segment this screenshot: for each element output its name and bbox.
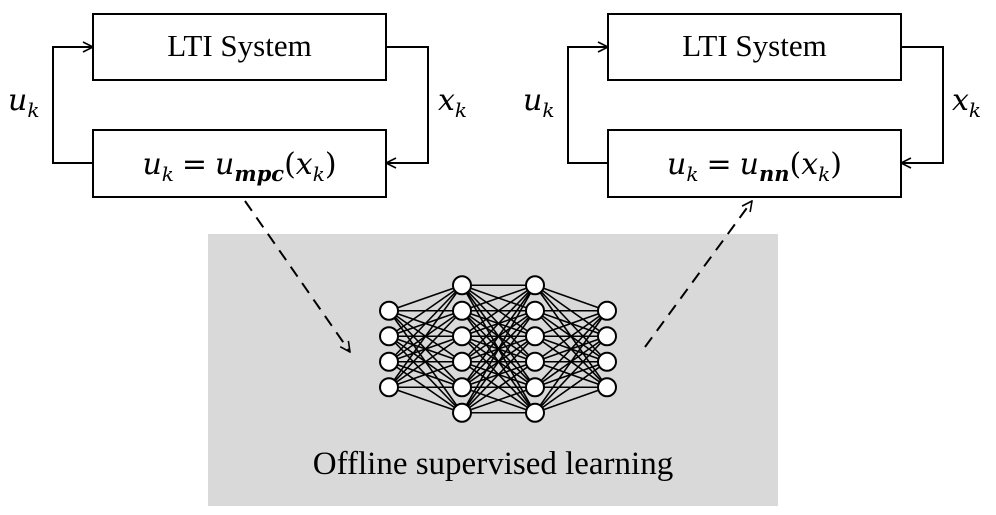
nn-connection — [388, 335, 463, 388]
nn-connection — [461, 361, 536, 414]
nn-neuron-layer-3 — [525, 275, 545, 296]
nn-neuron-layer-1 — [379, 300, 399, 321]
right-input-label: uk — [523, 83, 554, 122]
nn-connection — [461, 284, 536, 388]
left-mpc-control-law: uk=umpc(xk) — [142, 147, 336, 186]
left-state-arrow — [386, 46, 429, 163]
nn-connection — [534, 310, 608, 363]
nn-neuron-layer-3 — [525, 351, 545, 372]
right-input-arrow — [567, 47, 608, 164]
nn-connection — [388, 284, 463, 363]
right-state-label: xk — [952, 83, 981, 122]
nn-connection — [534, 309, 608, 338]
nn-neuron-layer-2 — [452, 402, 472, 423]
left-input-label: uk — [8, 83, 39, 122]
nn-neuron-layer-3 — [525, 326, 545, 347]
nn-connection — [534, 284, 608, 312]
nn-connection — [461, 284, 536, 414]
right-lti-system-label: LTI System — [682, 28, 826, 63]
mpc-to-training-arrow — [244, 200, 350, 352]
nn-connection — [461, 284, 536, 312]
nn-connection — [534, 335, 608, 414]
nn-connection — [461, 335, 536, 414]
nn-connection — [461, 284, 536, 337]
nn-connection — [534, 310, 608, 388]
left-input-arrow — [52, 47, 93, 164]
right-nn-control-law: uk=unn(xk) — [667, 147, 842, 186]
nn-neuron-layer-4 — [597, 377, 617, 398]
nn-neuron-layer-3 — [525, 377, 545, 398]
nn-neuron-layer-2 — [452, 275, 472, 296]
left-state-label: xk — [438, 83, 467, 122]
nn-connection — [534, 310, 608, 414]
neural-network-icon — [379, 275, 617, 423]
learning-caption: Offline supervised learning — [313, 446, 673, 482]
nn-connection — [388, 360, 463, 389]
right-nn-controller-box — [607, 129, 902, 198]
nn-neuron-layer-1 — [379, 326, 399, 347]
nn-connection — [534, 386, 608, 414]
nn-neuron-layer-3 — [525, 300, 545, 321]
left-lti-system-box — [92, 13, 387, 81]
nn-neuron-layer-1 — [379, 351, 399, 372]
right-lti-system-box — [607, 13, 902, 81]
left-mpc-controller-box — [92, 129, 387, 198]
nn-connection — [461, 284, 536, 363]
nn-neuron-layer-4 — [597, 326, 617, 347]
nn-connection — [534, 361, 608, 414]
nn-connection — [388, 310, 463, 388]
nn-neuron-layer-2 — [452, 377, 472, 398]
nn-neuron-layer-2 — [452, 351, 472, 372]
nn-connection — [461, 386, 536, 414]
nn-neuron-layer-2 — [452, 300, 472, 321]
nn-connection — [388, 284, 463, 388]
left-feedback-loop: LTI System uk=umpc(xk) uk xk — [8, 13, 467, 198]
nn-connection — [388, 284, 463, 312]
nn-neuron-layer-3 — [525, 402, 545, 423]
nn-neuron-layer-2 — [452, 326, 472, 347]
nn-neuron-layer-4 — [597, 351, 617, 372]
right-state-arrow — [901, 46, 944, 163]
right-feedback-loop: LTI System uk=unn(xk) uk xk — [523, 13, 981, 198]
nn-neuron-layer-1 — [379, 377, 399, 398]
nn-connection — [388, 386, 463, 414]
nn-connection — [461, 310, 536, 414]
training-to-nn-arrow — [644, 201, 752, 348]
nn-neuron-layer-4 — [597, 300, 617, 321]
nn-connection — [388, 284, 463, 337]
left-lti-system-label: LTI System — [167, 28, 311, 63]
